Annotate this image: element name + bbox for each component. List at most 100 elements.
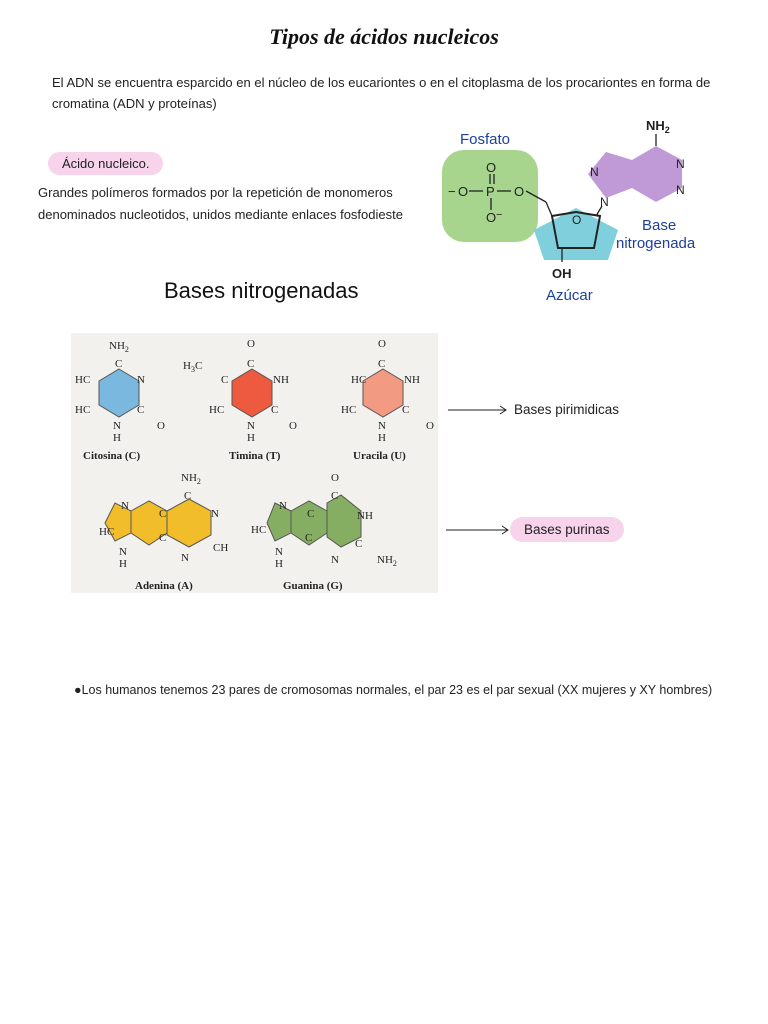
atom-n-7: N <box>590 165 599 179</box>
nucleotide-diagram: Fosfato O P O − O O − O OH Azúcar N N N … <box>442 118 696 304</box>
svg-text:HC: HC <box>351 374 366 386</box>
svg-text:N: N <box>279 500 287 512</box>
base-label-line1: Base <box>642 217 676 234</box>
svg-text:N: N <box>113 420 121 432</box>
fosfato-label: Fosfato <box>460 131 510 148</box>
svg-text:O: O <box>331 472 339 484</box>
svg-text:HC: HC <box>209 404 224 416</box>
svg-text:N: N <box>137 374 145 386</box>
svg-text:HC: HC <box>251 524 266 536</box>
guanina-structure: O C N C NH HC C C NH2 N H N Guanina (G) <box>251 472 397 592</box>
charge-left: − <box>448 184 456 199</box>
atom-n-3: N <box>676 183 685 197</box>
svg-text:HC: HC <box>75 374 90 386</box>
timina-label: Timina (T) <box>229 450 281 462</box>
svg-text:N: N <box>275 546 283 558</box>
svg-text:H: H <box>113 432 121 444</box>
svg-text:C: C <box>378 358 385 370</box>
fosfato-shape <box>442 150 538 242</box>
azucar-label: Azúcar <box>546 287 593 304</box>
svg-text:C: C <box>331 490 338 502</box>
svg-text:O: O <box>289 420 297 432</box>
intro-paragraph: El ADN se encuentra esparcido en el núcl… <box>52 75 711 111</box>
svg-text:C: C <box>137 404 144 416</box>
citosina-nh2: NH2 <box>109 340 129 354</box>
svg-text:H: H <box>275 558 283 570</box>
atom-n-9: N <box>600 195 609 209</box>
purinas-annotation: Bases purinas <box>446 517 624 542</box>
bases-panel: NH2 C N HC HC C O N H Citosina (C) O C H… <box>71 333 438 593</box>
svg-text:HC: HC <box>341 404 356 416</box>
bases-heading: Bases nitrogenadas <box>164 278 359 303</box>
atom-p: P <box>486 184 495 199</box>
svg-text:N: N <box>181 552 189 564</box>
atom-o-ring: O <box>572 213 581 227</box>
guanina-nh2: NH2 <box>377 554 397 568</box>
base-group: N N N N NH2 Base nitrogenada <box>588 118 696 252</box>
svg-text:C: C <box>115 358 122 370</box>
svg-text:C: C <box>307 508 314 520</box>
citosina-label: Citosina (C) <box>83 450 140 462</box>
page-title: Tipos de ácidos nucleicos <box>269 24 499 49</box>
svg-text:C: C <box>159 532 166 544</box>
svg-text:H: H <box>119 558 127 570</box>
svg-text:O: O <box>426 420 434 432</box>
atom-o-bottom: O <box>486 210 496 225</box>
adenina-structure: NH2 C N C N HC CH C N H N Adenina (A) <box>99 472 228 592</box>
footnote-text: Los humanos tenemos 23 pares de cromosom… <box>81 683 713 697</box>
oh-label: OH <box>552 266 572 281</box>
footnote: ●Los humanos tenemos 23 pares de cromoso… <box>74 683 712 697</box>
svg-text:O: O <box>247 338 255 350</box>
svg-text:H: H <box>247 432 255 444</box>
timina-h3c: H3C <box>183 360 202 374</box>
svg-text:C: C <box>305 532 312 544</box>
svg-text:HC: HC <box>99 526 114 538</box>
fosfato-group: Fosfato O P O − O O − <box>442 131 547 242</box>
svg-text:N: N <box>119 546 127 558</box>
svg-text:N: N <box>378 420 386 432</box>
svg-text:CH: CH <box>213 542 228 554</box>
purinas-label: Bases purinas <box>510 517 624 542</box>
svg-text:C: C <box>402 404 409 416</box>
azucar-shape <box>534 208 618 260</box>
svg-text:HC: HC <box>75 404 90 416</box>
citosina-structure: NH2 C N HC HC C O N H Citosina (C) <box>75 340 165 462</box>
definition-paragraph: Grandes polímeros formados por la repeti… <box>38 185 403 222</box>
adenina-nh2: NH2 <box>181 472 201 486</box>
atom-o-left: O <box>458 184 468 199</box>
svg-text:N: N <box>211 508 219 520</box>
svg-text:N: N <box>331 554 339 566</box>
svg-text:NH: NH <box>357 510 373 522</box>
adenina-label: Adenina (A) <box>135 580 193 592</box>
svg-text:C: C <box>271 404 278 416</box>
svg-text:C: C <box>221 374 228 386</box>
guanina-label: Guanina (G) <box>283 580 343 592</box>
svg-text:C: C <box>247 358 254 370</box>
arrow-right-icon <box>448 405 507 414</box>
bullet-icon: ● <box>74 683 82 697</box>
base-label-line2: nitrogenada <box>616 235 696 252</box>
svg-text:C: C <box>159 508 166 520</box>
svg-text:O: O <box>378 338 386 350</box>
atom-n-1: N <box>676 157 685 171</box>
atom-o-top: O <box>486 160 496 175</box>
pirimidicas-label: Bases pirimidicas <box>514 402 620 417</box>
uracila-structure: O C HC NH HC C O N H Uracila (U) <box>341 338 434 462</box>
azucar-group: O OH Azúcar <box>534 201 618 304</box>
arrow-right-icon <box>446 525 509 534</box>
svg-text:NH: NH <box>273 374 289 386</box>
uracila-label: Uracila (U) <box>353 450 406 462</box>
svg-text:NH: NH <box>404 374 420 386</box>
svg-text:C: C <box>355 538 362 550</box>
pirimidicas-annotation: Bases pirimidicas <box>448 402 619 417</box>
atom-o-right: O <box>514 184 524 199</box>
svg-text:H: H <box>378 432 386 444</box>
svg-text:N: N <box>247 420 255 432</box>
section-pill-acido-nucleico: Ácido nucleico. <box>48 152 164 175</box>
svg-text:O: O <box>157 420 165 432</box>
svg-text:C: C <box>184 490 191 502</box>
timina-structure: O C H3C C NH HC C O N H Timina (T) <box>183 338 297 462</box>
svg-text:N: N <box>121 500 129 512</box>
nh2-label: NH2 <box>646 118 670 135</box>
charge-bottom: − <box>496 209 502 221</box>
